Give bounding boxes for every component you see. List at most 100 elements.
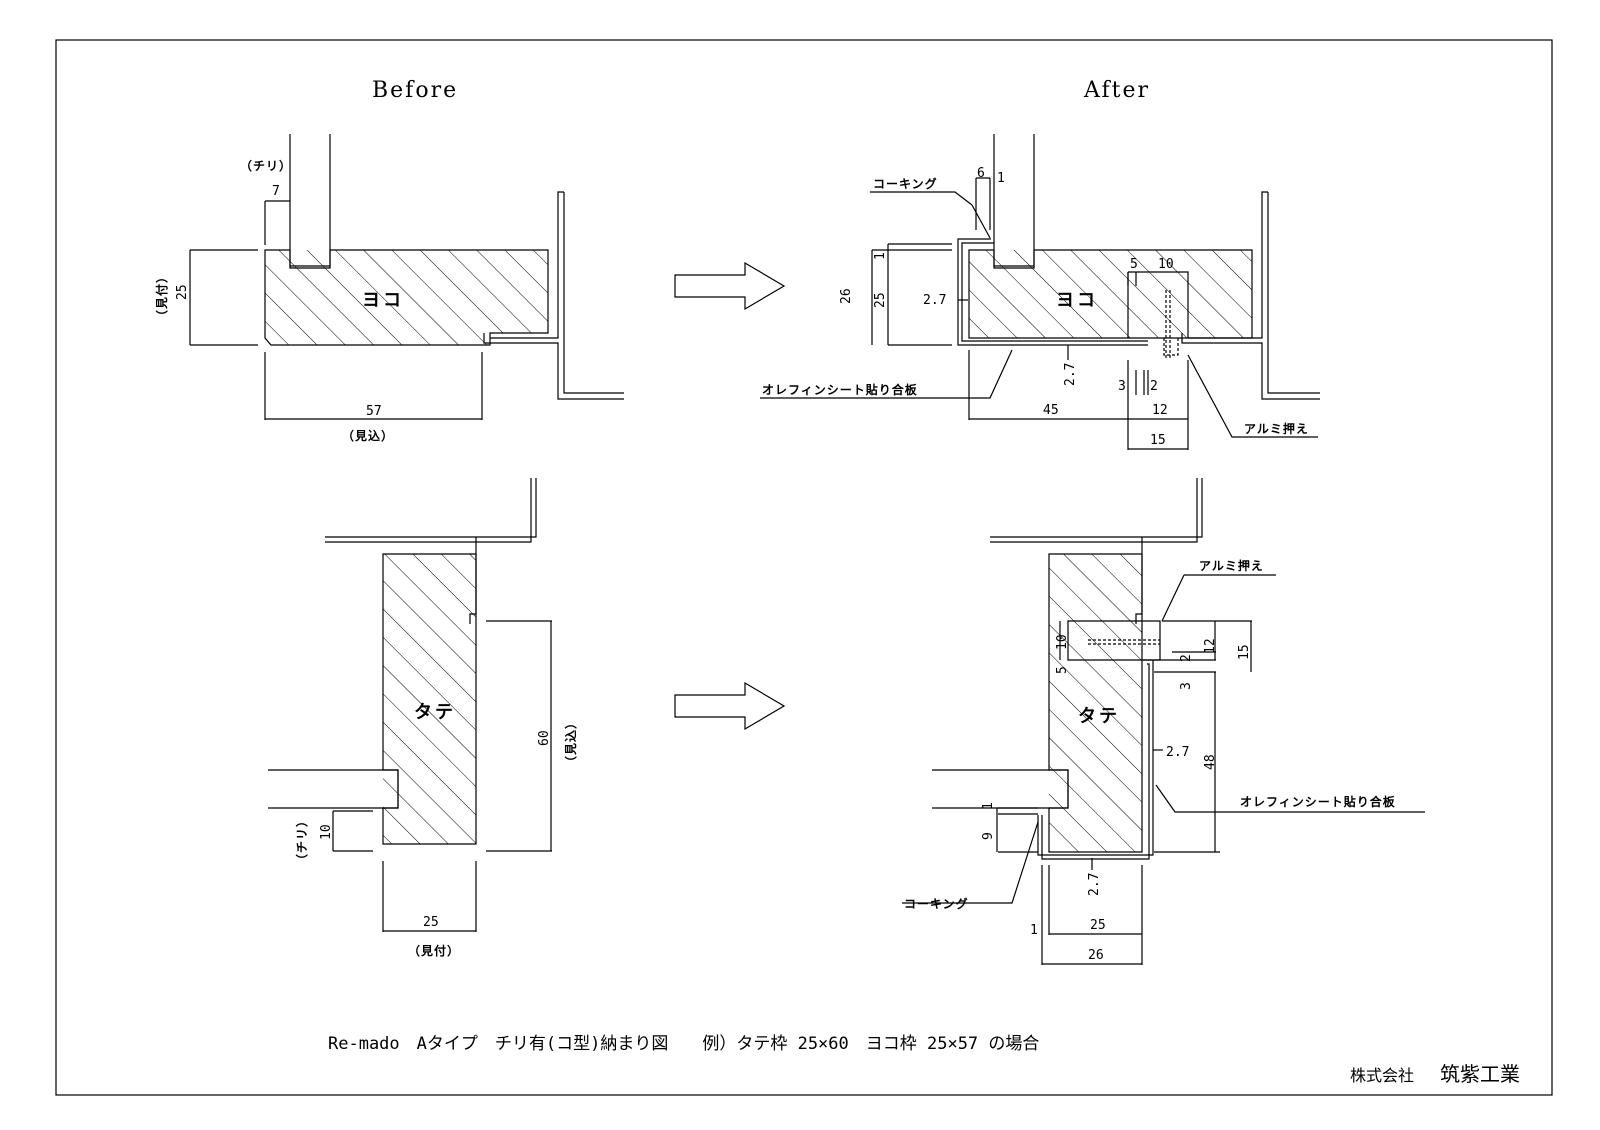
before-tate-sash [325, 478, 537, 624]
before-tate-part-label: タテ [414, 702, 456, 723]
after-tate-dim-1-left-text: 1 [1030, 923, 1038, 938]
before-tate-chiri-dim [332, 810, 373, 852]
before-yoko-chiri-value: 7 [272, 184, 280, 199]
after-tate-dim-27-side-text: 2.7 [1166, 745, 1189, 760]
after-yoko-hatch [969, 250, 1252, 338]
after-yoko-dim-25 [871, 249, 952, 345]
before-tate-mikomi-value: 60 [537, 730, 552, 746]
after-yoko-dim-6 [975, 177, 991, 230]
after-tate-dim-10-text: 10 [1055, 634, 1070, 650]
after-yoko-olefin-leader [760, 349, 1013, 399]
after-yoko-glass [993, 134, 1035, 267]
after-yoko-alumi-leader [1187, 354, 1318, 438]
after-yoko-dim-10-text: 10 [1158, 257, 1174, 272]
before-yoko-hatch [265, 250, 548, 345]
before-tate-mitsuke-dim [382, 861, 477, 932]
after-yoko-dim-27-side-text: 2.7 [923, 293, 946, 308]
after-tate-sash [990, 478, 1203, 624]
after-tate-dim-25-text: 25 [1090, 918, 1106, 933]
after-tate-dim-26-text: 26 [1088, 948, 1104, 963]
after-tate-dim-15-text: 15 [1237, 644, 1252, 660]
after-yoko-caulking-label: コーキング [873, 176, 938, 191]
before-tate-chiri-value: 10 [319, 824, 334, 840]
after-yoko-dim-12-text: 12 [1152, 403, 1168, 418]
before-tate-glass [268, 769, 399, 809]
after-tate-alumi-label: アルミ押え [1199, 558, 1264, 573]
after-yoko-olefin-board [957, 238, 1148, 346]
after-yoko-dim-12-15 [1128, 360, 1189, 450]
after-yoko-olefin-label: オレフィンシート貼り合板 [762, 382, 918, 397]
before-tate-mitsuke-label: （見付） [408, 943, 460, 958]
before-yoko-part-label: ヨコ [362, 290, 404, 311]
before-tate-mikomi-dim [486, 620, 552, 852]
after-tate-dim-27-bottom-text: 2.7 [1087, 873, 1102, 896]
after-tate-dim-48-text: 48 [1203, 754, 1218, 770]
after-yoko-dim-45 [968, 350, 1129, 450]
after-yoko-alumi-label: アルミ押え [1244, 421, 1309, 436]
after-yoko-dim-2-text: 2 [1150, 379, 1158, 394]
before-yoko-mitsuke-label: （見付） [154, 270, 169, 322]
after-tate-glass [932, 769, 1069, 809]
after-yoko-dim-6-text: 6 [977, 166, 985, 181]
before-tate-chiri-label: （チリ） [294, 814, 309, 866]
after-tate-dim-12-text: 12 [1203, 638, 1218, 654]
arrow-bottom-icon [674, 681, 786, 731]
after-tate-hatch [1049, 554, 1142, 852]
sheet-border [55, 39, 1553, 1096]
drawing-caption: Re-mado Aタイプ チリ有(コ型)納まり図 例）タテ枠 25×60 ヨコ枠… [328, 1034, 1039, 1054]
after-yoko-caulking-mark [971, 204, 991, 239]
after-tate-dim-9-text: 9 [981, 832, 996, 840]
after-yoko-dim-25-text: 25 [873, 292, 888, 308]
before-yoko-mikomi-value: 57 [366, 404, 382, 419]
after-tate-olefin-label: オレフィンシート貼り合板 [1240, 794, 1396, 809]
after-yoko-dim-45-text: 45 [1043, 403, 1059, 418]
arrow-top-icon [674, 261, 786, 311]
after-tate-caulking-leader [902, 821, 1039, 904]
after-tate-right-dims [1154, 620, 1252, 853]
after-tate-bottom-dims [1041, 865, 1143, 965]
after-yoko-dim-5 [1127, 272, 1137, 286]
after-yoko-dim-26 [887, 243, 952, 346]
after-yoko-dim-15-text: 15 [1150, 433, 1166, 448]
company-name: 筑紫工業 [1440, 1062, 1520, 1086]
before-yoko-sash [483, 191, 624, 400]
before-yoko-mitsuke-dim [189, 249, 258, 346]
before-yoko-mikomi-label: （見込） [342, 428, 394, 443]
before-yoko-chiri-label: （チリ） [240, 158, 292, 173]
after-tate-section [902, 478, 1425, 965]
after-tate-caulking-label: コーキング [904, 896, 969, 911]
before-yoko-mitsuke-value: 25 [175, 284, 190, 300]
after-yoko-section [760, 134, 1320, 450]
after-tate-part-label: タテ [1078, 706, 1120, 727]
after-tate-left-dims [996, 807, 1038, 853]
after-yoko-part-label: ヨコ [1056, 290, 1098, 311]
after-tate-dim-5-text: 5 [1055, 666, 1070, 674]
after-yoko-caulking-leader [870, 191, 973, 206]
after-yoko-dim-3-2 [1135, 370, 1149, 395]
after-yoko-dim-3-text: 3 [1118, 379, 1126, 394]
after-yoko-sash [1181, 191, 1320, 400]
after-yoko-dim-26-text: 26 [839, 288, 854, 304]
before-tate-mitsuke-value: 25 [423, 915, 439, 930]
before-yoko-section [189, 134, 624, 420]
after-tate-olefin-leader [1155, 784, 1425, 813]
after-tate-dim-1-text: 1 [981, 802, 996, 810]
before-yoko-mikomi-dim [264, 352, 483, 420]
after-tate-olefin-board [1037, 659, 1154, 860]
after-yoko-dim-1-side-text: 1 [873, 252, 888, 260]
after-heading: After [1083, 78, 1150, 103]
after-yoko-dim-1-top-text: 1 [997, 171, 1005, 186]
after-yoko-screw [1165, 290, 1171, 360]
before-yoko-glass [289, 134, 331, 267]
company-prefix: 株式会社 [1350, 1066, 1414, 1085]
after-tate-dim-2-text: 2 [1179, 654, 1194, 662]
before-yoko-chiri-dim [264, 200, 290, 245]
after-tate-alumi-leader [1161, 574, 1276, 622]
before-tate-section [268, 478, 552, 932]
after-yoko-dim-5-text: 5 [1130, 257, 1138, 272]
after-yoko-dim-27-bottom-text: 2.7 [1063, 363, 1078, 386]
before-tate-mikomi-label: （見込） [563, 716, 578, 768]
after-tate-screw [1088, 639, 1160, 645]
after-tate-dim-3-text: 3 [1179, 682, 1194, 690]
